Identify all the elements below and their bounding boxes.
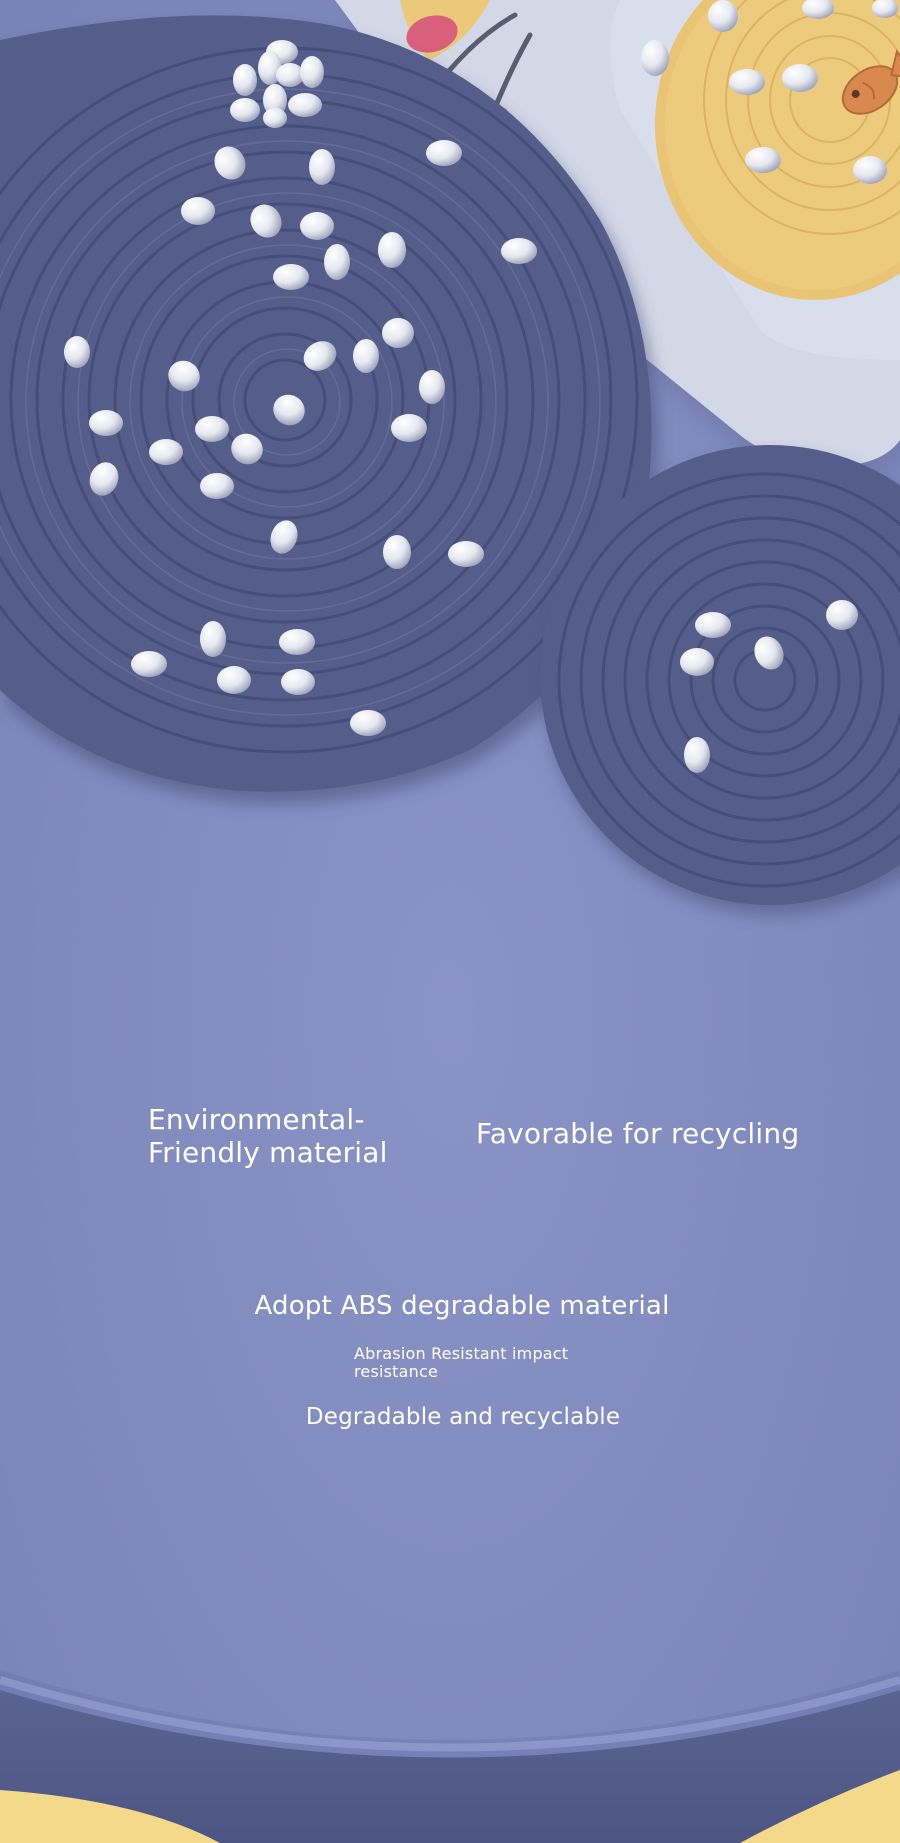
material-title: Adopt ABS degradable material bbox=[254, 1291, 670, 1321]
bottom-bowl bbox=[0, 1670, 900, 1843]
pearl-beads bbox=[64, 0, 898, 773]
environmental-feature-title: Environmental- Friendly material bbox=[148, 1103, 428, 1169]
environmental-feature-text: Environmental- Friendly material bbox=[148, 1103, 388, 1169]
recycling-feature-title: Favorable for recycling bbox=[476, 1117, 800, 1150]
abrasion-text: Abrasion Resistant impact resistance bbox=[354, 1345, 584, 1381]
abrasion-text-content: Abrasion Resistant impact resistance bbox=[354, 1344, 569, 1381]
degradable-text: Degradable and recyclable bbox=[305, 1404, 621, 1430]
fish-icon bbox=[841, 49, 900, 115]
small-coaster bbox=[540, 445, 900, 915]
